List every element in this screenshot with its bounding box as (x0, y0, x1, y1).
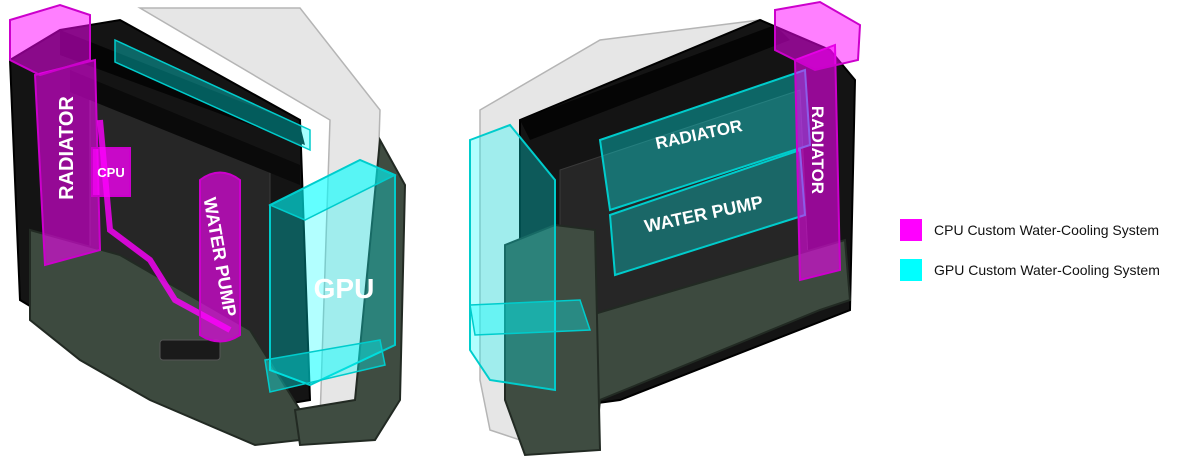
left-radiator-label: RADIATOR (56, 96, 78, 200)
right-cpu-radiator-top (774, 0, 862, 72)
right-gpu-tube-band (469, 299, 592, 336)
legend: CPU Custom Water-Cooling System GPU Cust… (900, 215, 1200, 295)
left-gpu-label: GPU (314, 273, 375, 304)
left-cpu-radiator-top (9, 3, 91, 77)
legend-swatch-cpu (900, 219, 922, 241)
left-green-base (29, 228, 301, 447)
left-gpu-top-face (268, 159, 397, 221)
left-water-pump (199, 171, 241, 343)
right-frame-bar-top (520, 25, 790, 140)
right-gpu-block (469, 123, 556, 392)
left-frame-bar-mid (70, 70, 300, 185)
legend-item-gpu: GPU Custom Water-Cooling System (900, 255, 1200, 285)
left-cpu-tubing (97, 119, 232, 333)
left-frame-bar-top (60, 30, 305, 145)
left-gpu-tube-band (264, 339, 386, 393)
legend-label-cpu: CPU Custom Water-Cooling System (934, 222, 1160, 238)
left-cpu-label: CPU (97, 165, 124, 180)
right-radiator-side-label: RADIATOR (808, 106, 827, 194)
left-cpu-block (91, 147, 131, 197)
left-green-side (293, 136, 407, 447)
left-front-io (159, 339, 221, 361)
legend-item-cpu: CPU Custom Water-Cooling System (900, 215, 1200, 245)
left-pc-case: RADIATOR CPU WATER PUMP GPU (8, 3, 407, 447)
legend-label-gpu: GPU Custom Water-Cooling System (934, 262, 1160, 278)
left-gpu-tubing (114, 38, 311, 152)
right-pc-case: RADIATOR WATER PUMP RADIATOR (469, 0, 862, 457)
legend-swatch-gpu (900, 259, 922, 281)
